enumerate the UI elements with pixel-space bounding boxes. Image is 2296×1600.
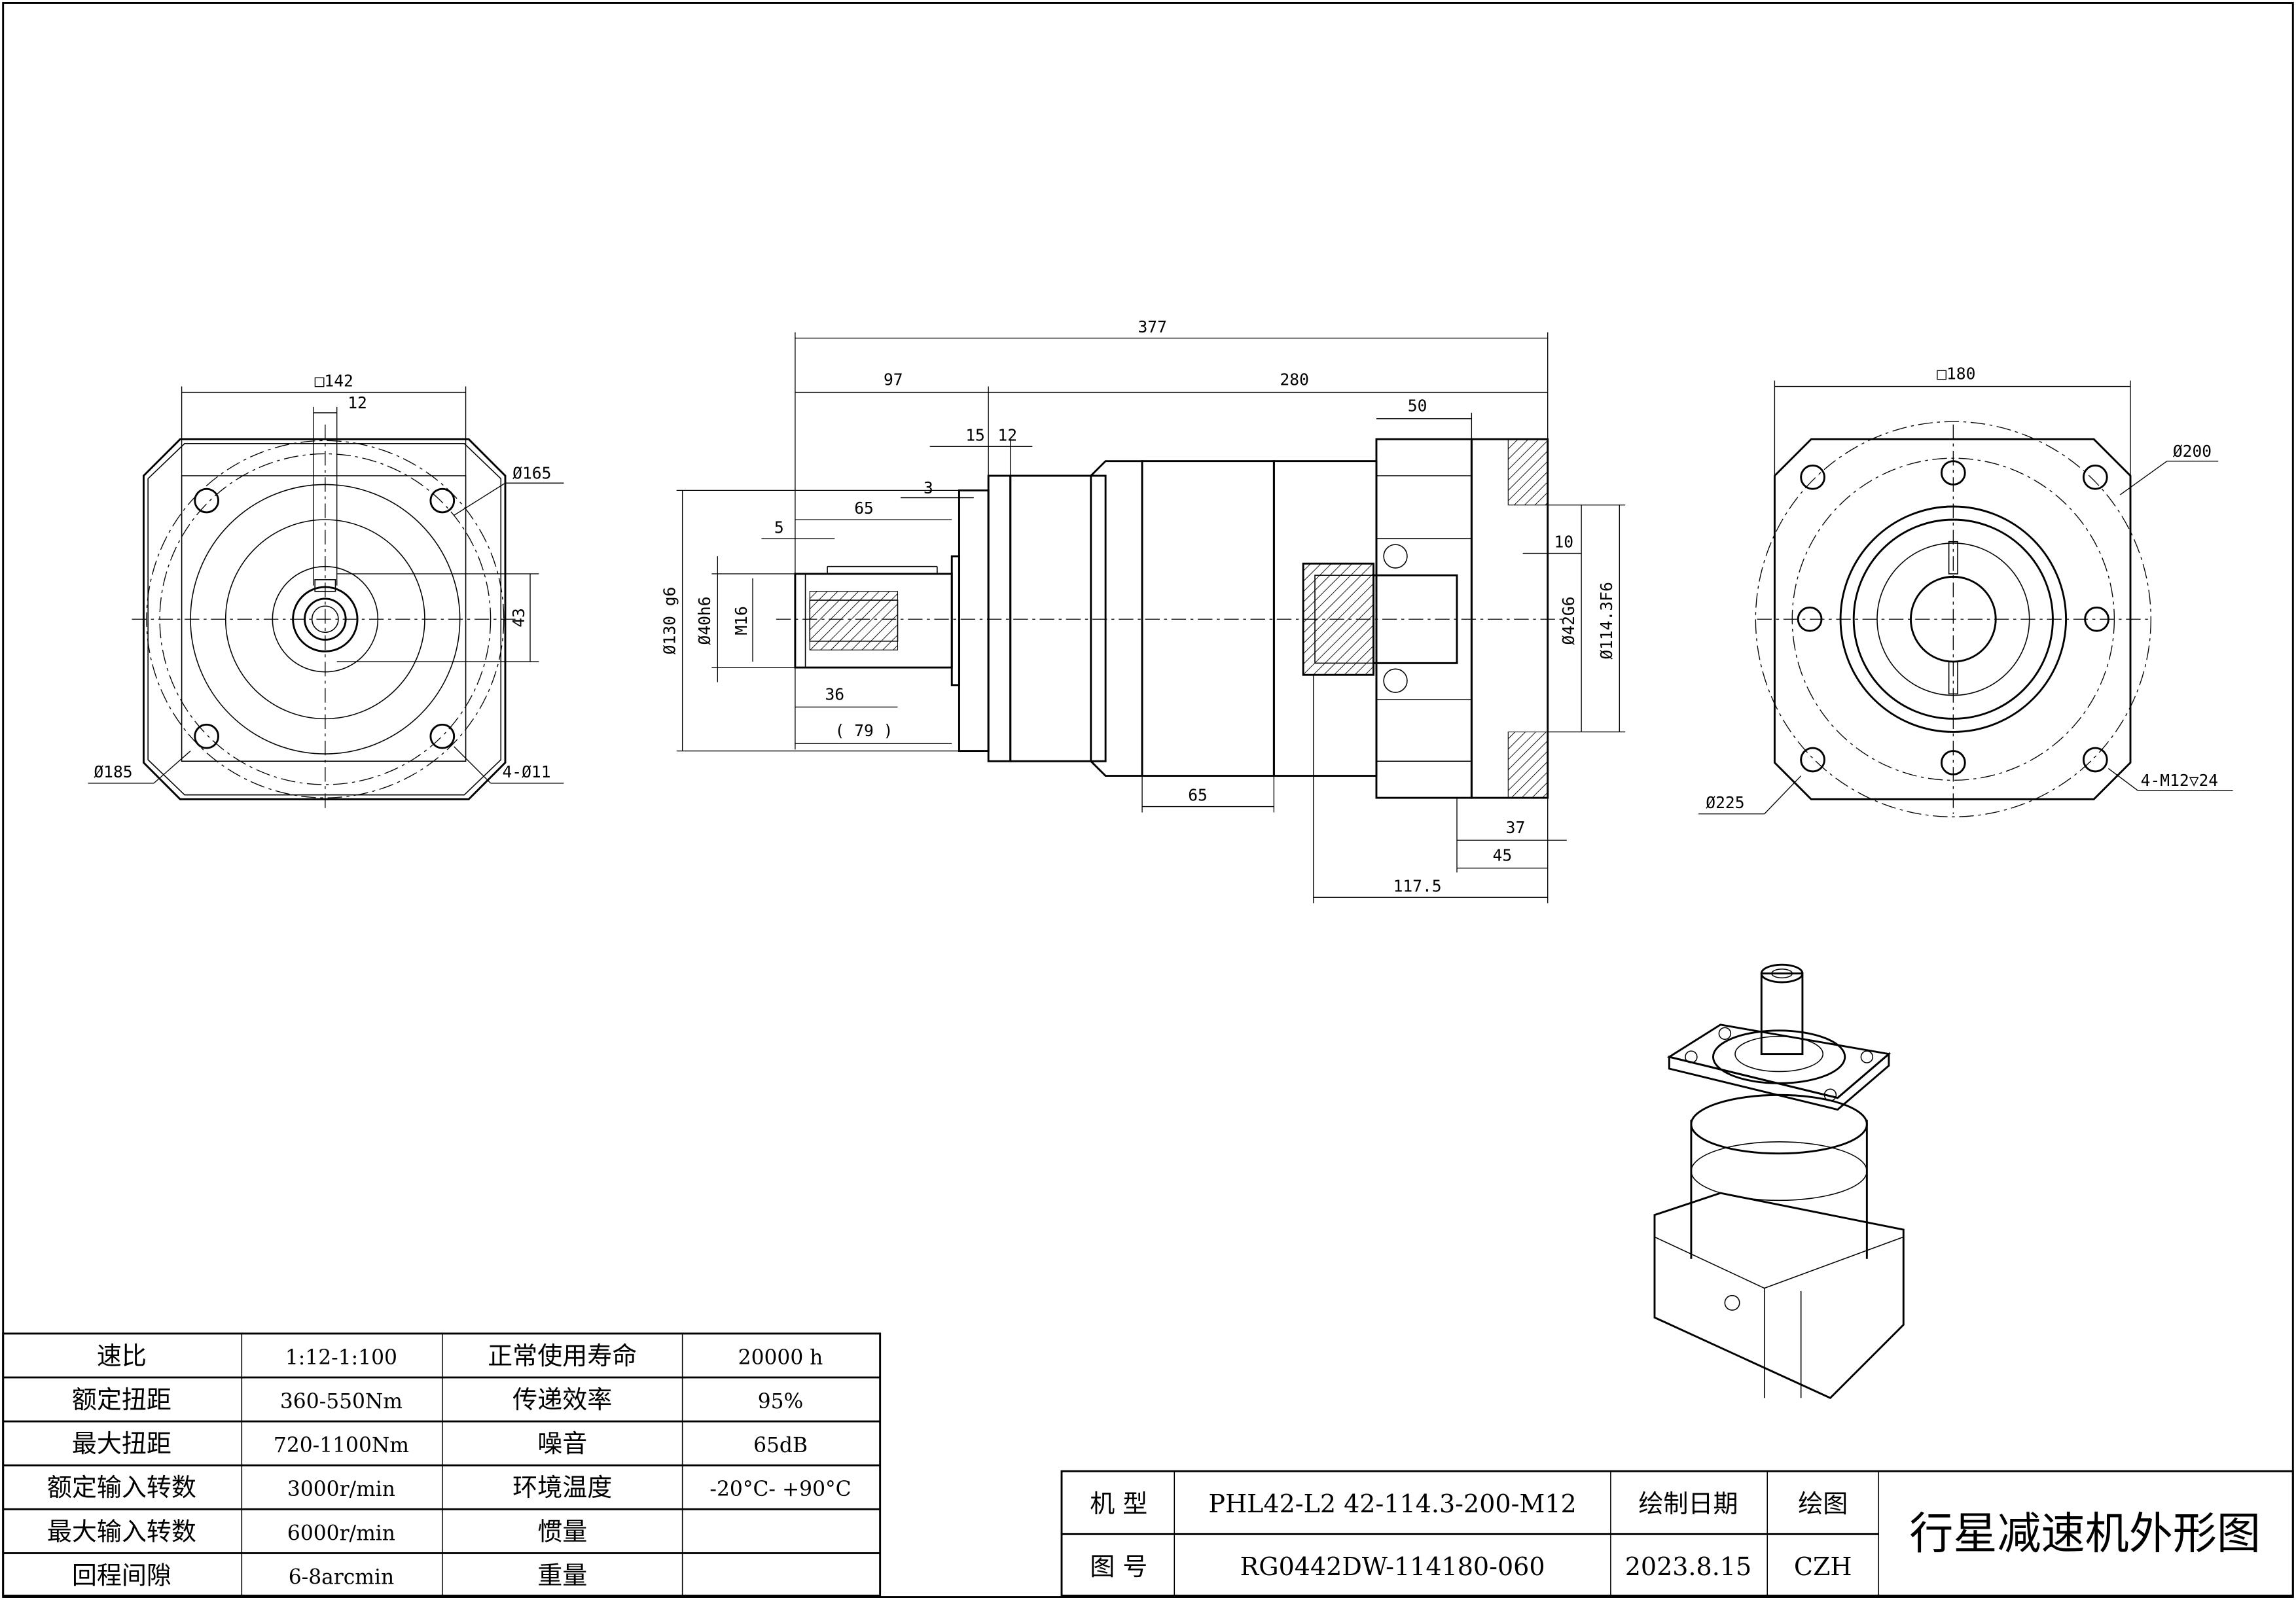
dim-front-outer: Ø185 [94, 762, 132, 781]
spec-value: 3000r/min [287, 1478, 395, 1501]
dim-front-bolt-circle: Ø165 [512, 463, 551, 482]
spec-value: 20000 h [738, 1346, 823, 1370]
dim-12: 12 [997, 425, 1017, 444]
drawer-value: CZH [1794, 1552, 1852, 1581]
spec-value: 95% [758, 1390, 804, 1413]
spec-label: 回程间隙 [72, 1561, 171, 1590]
dim-thread: M16 [732, 606, 751, 635]
dim-45: 45 [1493, 845, 1513, 864]
dim-front-key: 12 [348, 393, 367, 412]
date-value: 2023.8.15 [1625, 1552, 1751, 1581]
dim-rear-holes: 4-M12▽24 [2141, 771, 2218, 790]
dim-5: 5 [774, 518, 784, 537]
spec-table-cells: 速比 1:12-1:100 正常使用寿命 20000 h 额定扭距 360-550Nm 传递… [47, 1342, 852, 1590]
spec-label: 额定输入转数 [47, 1473, 196, 1502]
drawing-title: 行星减速机外形图 [1909, 1508, 2261, 1559]
dim-3: 3 [924, 478, 933, 497]
spec-label: 惯量 [537, 1517, 587, 1546]
dim-front-square: □142 [315, 372, 353, 391]
spec-value: 6-8arcmin [289, 1565, 394, 1589]
spec-value: -20°C- +90°C [709, 1478, 851, 1501]
rear-view: □180 Ø200 Ø225 4-M12▽24 [1698, 364, 2233, 817]
spec-label: 噪音 [537, 1429, 587, 1458]
dim-65-shaft: 65 [854, 499, 874, 518]
dim-rear-outer: Ø225 [1706, 793, 1744, 812]
spec-value: 65dB [753, 1434, 808, 1457]
dim-pilot: Ø130 g6 [660, 587, 679, 655]
spec-label: 环境温度 [512, 1473, 612, 1502]
spec-value: 720-1100Nm [274, 1434, 409, 1457]
spec-label: 速比 [97, 1342, 147, 1370]
dim-rear-square: □180 [1937, 364, 1975, 383]
bolt-hole-icon [194, 488, 456, 749]
dim-output-pilot: Ø114.3F6 [1597, 582, 1616, 659]
isometric-view [1653, 963, 1905, 1400]
drawer-label: 绘图 [1798, 1489, 1848, 1518]
drawing-no-value: RG0442DW-114180-060 [1240, 1552, 1545, 1581]
drawing-no-label: 图 号 [1090, 1552, 1147, 1581]
spec-label: 重量 [537, 1561, 587, 1590]
dim-37: 37 [1506, 818, 1526, 837]
dim-rear-bolt-circle: Ø200 [2173, 442, 2212, 461]
spec-label: 最大扭距 [72, 1429, 171, 1458]
dim-65-body: 65 [1188, 786, 1208, 805]
dim-front-holes: 4-Ø11 [502, 762, 550, 781]
spec-label: 额定扭距 [72, 1385, 171, 1414]
dim-36: 36 [825, 684, 844, 703]
side-view: 377 97 280 50 15 12 3 65 5 Ø130 g6 Ø40h6… [660, 317, 1626, 904]
spec-label: 最大输入转数 [47, 1517, 196, 1546]
model-value: PHL42-L2 42-114.3-200-M12 [1208, 1489, 1576, 1518]
spec-value: 360-550Nm [280, 1390, 403, 1413]
dim-15: 15 [965, 425, 985, 444]
dim-10: 10 [1554, 533, 1573, 552]
dim-shaft-dia: Ø40h6 [695, 596, 714, 645]
dim-front-pilot: 43 [509, 608, 528, 628]
title-block: 机 型 PHL42-L2 42-114.3-200-M12 绘制日期 绘图 图 … [1060, 1470, 2294, 1597]
spec-value: 6000r/min [287, 1521, 395, 1545]
spec-label: 正常使用寿命 [488, 1342, 637, 1370]
front-view: □142 12 Ø165 43 Ø185 4-Ø11 [88, 372, 564, 813]
dim-flange-length: 50 [1408, 397, 1427, 416]
dim-total-length: 377 [1138, 317, 1166, 336]
spec-table [2, 1332, 882, 1597]
spec-label: 传递效率 [512, 1385, 612, 1414]
date-label: 绘制日期 [1638, 1489, 1738, 1518]
dim-input-length: 97 [884, 370, 903, 389]
dim-79: ( 79 ) [835, 721, 893, 740]
model-label: 机 型 [1090, 1489, 1147, 1518]
dim-bore: Ø42G6 [1559, 596, 1578, 645]
spec-value: 1:12-1:100 [285, 1346, 397, 1370]
dim-body-length: 280 [1280, 370, 1308, 389]
dim-117: 117.5 [1393, 876, 1442, 895]
